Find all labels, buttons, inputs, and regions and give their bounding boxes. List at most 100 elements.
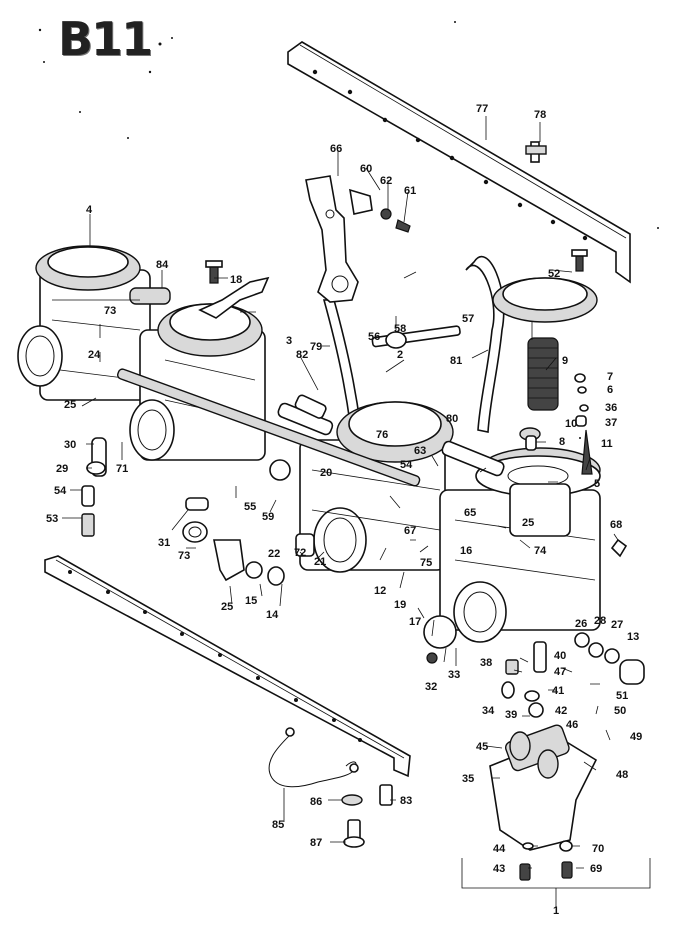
callout: 71 <box>116 463 128 475</box>
callout: 30 <box>64 439 76 451</box>
callout: 35 <box>462 773 474 785</box>
callout: 73 <box>178 550 190 562</box>
callout: 34 <box>482 705 495 717</box>
fuel-joints <box>117 368 505 487</box>
callout: 57 <box>462 313 474 325</box>
callout: 15 <box>245 595 257 607</box>
callout: 72 <box>294 547 306 559</box>
callout: 5 <box>594 478 600 490</box>
callout: 32 <box>425 681 437 693</box>
callout: 53 <box>46 513 58 525</box>
page-title: B11 <box>58 12 153 66</box>
carburetor-4 <box>17 245 171 401</box>
callout: 61 <box>404 185 416 197</box>
callout: 81 <box>450 355 462 367</box>
callout: 44 <box>493 843 506 855</box>
callout: 20 <box>320 467 332 479</box>
callout: 1 <box>553 905 559 917</box>
callout: 8 <box>559 436 565 448</box>
callout: 87 <box>310 837 322 849</box>
callout: 63 <box>414 445 426 457</box>
callout: 43 <box>493 863 505 875</box>
callout: 16 <box>460 545 472 557</box>
callout: 69 <box>590 863 602 875</box>
callout: 84 <box>156 259 169 271</box>
callout: 48 <box>616 769 628 781</box>
callout: 54 <box>400 459 413 471</box>
callout: 12 <box>374 585 386 597</box>
callout-labels: 1 2 3 4 5 6 7 8 9 10 11 12 13 14 15 16 1… <box>46 103 642 917</box>
callout: 40 <box>554 650 566 662</box>
callout: 59 <box>262 511 274 523</box>
callout: 37 <box>605 417 617 429</box>
callout: 3 <box>286 335 292 347</box>
scan-specks <box>38 21 659 439</box>
throttle-linkage-66 <box>305 175 373 303</box>
callout: 45 <box>476 741 488 753</box>
callout: 18 <box>230 274 242 286</box>
callout: 10 <box>565 418 577 430</box>
callout: 38 <box>480 657 492 669</box>
callout: 25 <box>522 517 534 529</box>
callout: 27 <box>611 619 623 631</box>
callout: 41 <box>552 685 564 697</box>
lower-bracket <box>44 555 411 778</box>
callout: 77 <box>476 103 488 115</box>
callout: 55 <box>244 501 256 513</box>
callout: 70 <box>592 843 604 855</box>
callout: 42 <box>555 705 567 717</box>
callout: 86 <box>310 796 322 808</box>
callout: 36 <box>605 402 617 414</box>
callout: 29 <box>56 463 68 475</box>
callout: 73 <box>104 305 116 317</box>
callout: 68 <box>610 519 622 531</box>
exploded-top-assembly <box>475 277 601 537</box>
wire-spring-85 <box>268 734 357 788</box>
callout: 25 <box>64 399 76 411</box>
callout: 4 <box>86 204 93 216</box>
callout: 56 <box>368 331 380 343</box>
callout: 39 <box>505 709 517 721</box>
callout: 9 <box>562 355 568 367</box>
callout: 58 <box>394 323 406 335</box>
float-bowl-35 <box>489 724 598 851</box>
callout: 25 <box>221 601 233 613</box>
upper-bracket-77 <box>287 41 631 284</box>
callout: 6 <box>607 384 613 396</box>
callout: 24 <box>88 349 101 361</box>
callout: 51 <box>616 690 628 702</box>
callout: 21 <box>314 556 326 568</box>
callout: 33 <box>448 669 460 681</box>
callout: 74 <box>534 545 547 557</box>
callout: 31 <box>158 537 170 549</box>
small-hardware <box>81 141 645 881</box>
callout: 7 <box>607 371 613 383</box>
callout: 13 <box>627 631 639 643</box>
callout: 54 <box>54 485 67 497</box>
callout: 67 <box>404 525 416 537</box>
callout: 78 <box>534 109 546 121</box>
callout: 62 <box>380 175 392 187</box>
callout: 47 <box>554 666 566 678</box>
carburetor-3 <box>129 276 270 461</box>
callout: 80 <box>446 413 458 425</box>
callout: 85 <box>272 819 284 831</box>
callout: 65 <box>464 507 476 519</box>
callout: 26 <box>575 618 587 630</box>
callout: 75 <box>420 557 432 569</box>
callout: 83 <box>400 795 412 807</box>
hose-81 <box>465 255 505 433</box>
callout: 14 <box>266 609 279 621</box>
callout: 52 <box>548 268 560 280</box>
callout: 28 <box>594 615 606 627</box>
callout: 49 <box>630 731 642 743</box>
callout: 22 <box>268 548 280 560</box>
callout: 76 <box>376 429 388 441</box>
callout: 11 <box>601 438 613 450</box>
callout: 82 <box>296 349 308 361</box>
callout: 66 <box>330 143 342 155</box>
leader-lines <box>62 116 651 908</box>
callout: 79 <box>310 341 322 353</box>
callout: 19 <box>394 599 406 611</box>
